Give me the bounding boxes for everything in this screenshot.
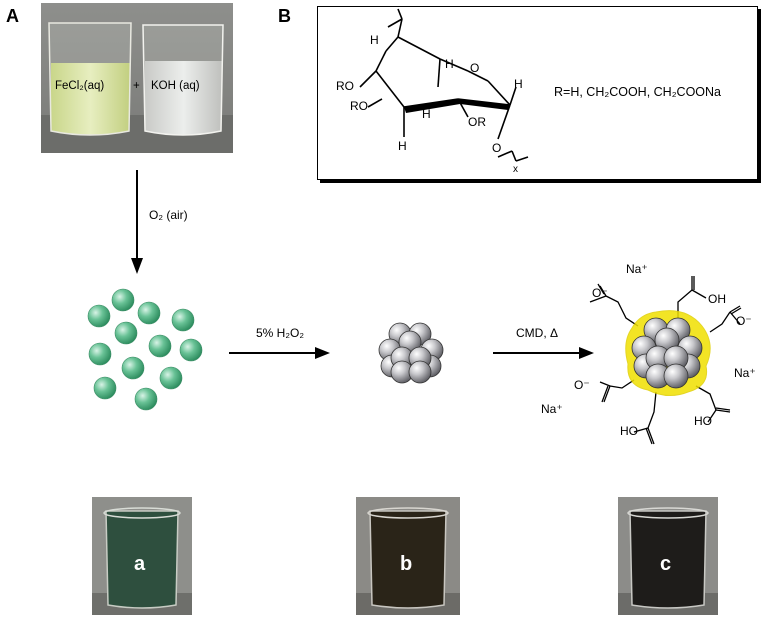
substituent-ro-1: RO	[336, 79, 354, 93]
carboxylate-o-2: O⁻	[736, 314, 752, 328]
substituent-ro-2: RO	[350, 99, 368, 113]
atom-o-linkage: O	[492, 141, 502, 155]
beaker-label-b: b	[400, 553, 413, 575]
reactant-beakers-photo: FeCl₂(aq) + KOH (aq)	[41, 3, 233, 153]
carboxylic-ho-3: HO	[694, 414, 712, 428]
atom-h-ring: H	[445, 57, 454, 71]
green-nanoparticles	[87, 288, 203, 411]
panel-label-b: B	[278, 6, 291, 26]
atom-h-top: H	[370, 33, 379, 47]
beaker-label-c: c	[660, 553, 672, 575]
beaker-photo-c: c	[618, 497, 718, 615]
carboxylic-oh-1: OH	[708, 292, 726, 306]
sodium-ion-top: Na⁺	[626, 262, 648, 276]
carboxylate-o-3: O⁻	[574, 378, 590, 392]
panel-label-a: A	[6, 6, 19, 26]
coating-arrow	[493, 347, 594, 359]
dextran-structure	[359, 8, 529, 162]
atom-h-bottom: H	[398, 139, 407, 153]
gray-nanocluster	[378, 322, 444, 384]
carboxylic-ho-2: HO	[620, 424, 638, 438]
oxidation-arrow-label: O₂ (air)	[149, 208, 188, 222]
oxidation-arrow	[131, 170, 143, 274]
sodium-ion-right: Na⁺	[734, 366, 756, 380]
r-group-definition: R=H, CH₂COOH, CH₂COONa	[554, 85, 722, 99]
substituent-or: OR	[468, 115, 486, 129]
atom-h-mid: H	[422, 107, 431, 121]
atom-o-ring: O	[470, 61, 480, 75]
fecl2-label: FeCl₂(aq)	[55, 80, 105, 92]
structure-box: H H O H RO RO H OR H O x R=H, CH₂COOH, C…	[317, 6, 758, 180]
plus-sign: +	[133, 80, 140, 92]
repeat-x: x	[513, 164, 518, 175]
koh-label: KOH (aq)	[151, 80, 200, 92]
beaker-photo-b: b	[356, 497, 460, 615]
carboxylate-o-1: O⁻	[592, 286, 608, 300]
coating-arrow-label: CMD, Δ	[516, 326, 559, 340]
peroxide-arrow-label: 5% H₂O₂	[256, 326, 304, 340]
sodium-ion-left: Na⁺	[541, 402, 563, 416]
peroxide-arrow	[229, 347, 330, 359]
beaker-label-a: a	[134, 553, 146, 575]
beaker-photo-a: a	[92, 497, 192, 615]
cmd-coated-nanoparticle	[589, 276, 742, 445]
atom-h-anomeric: H	[514, 77, 523, 91]
